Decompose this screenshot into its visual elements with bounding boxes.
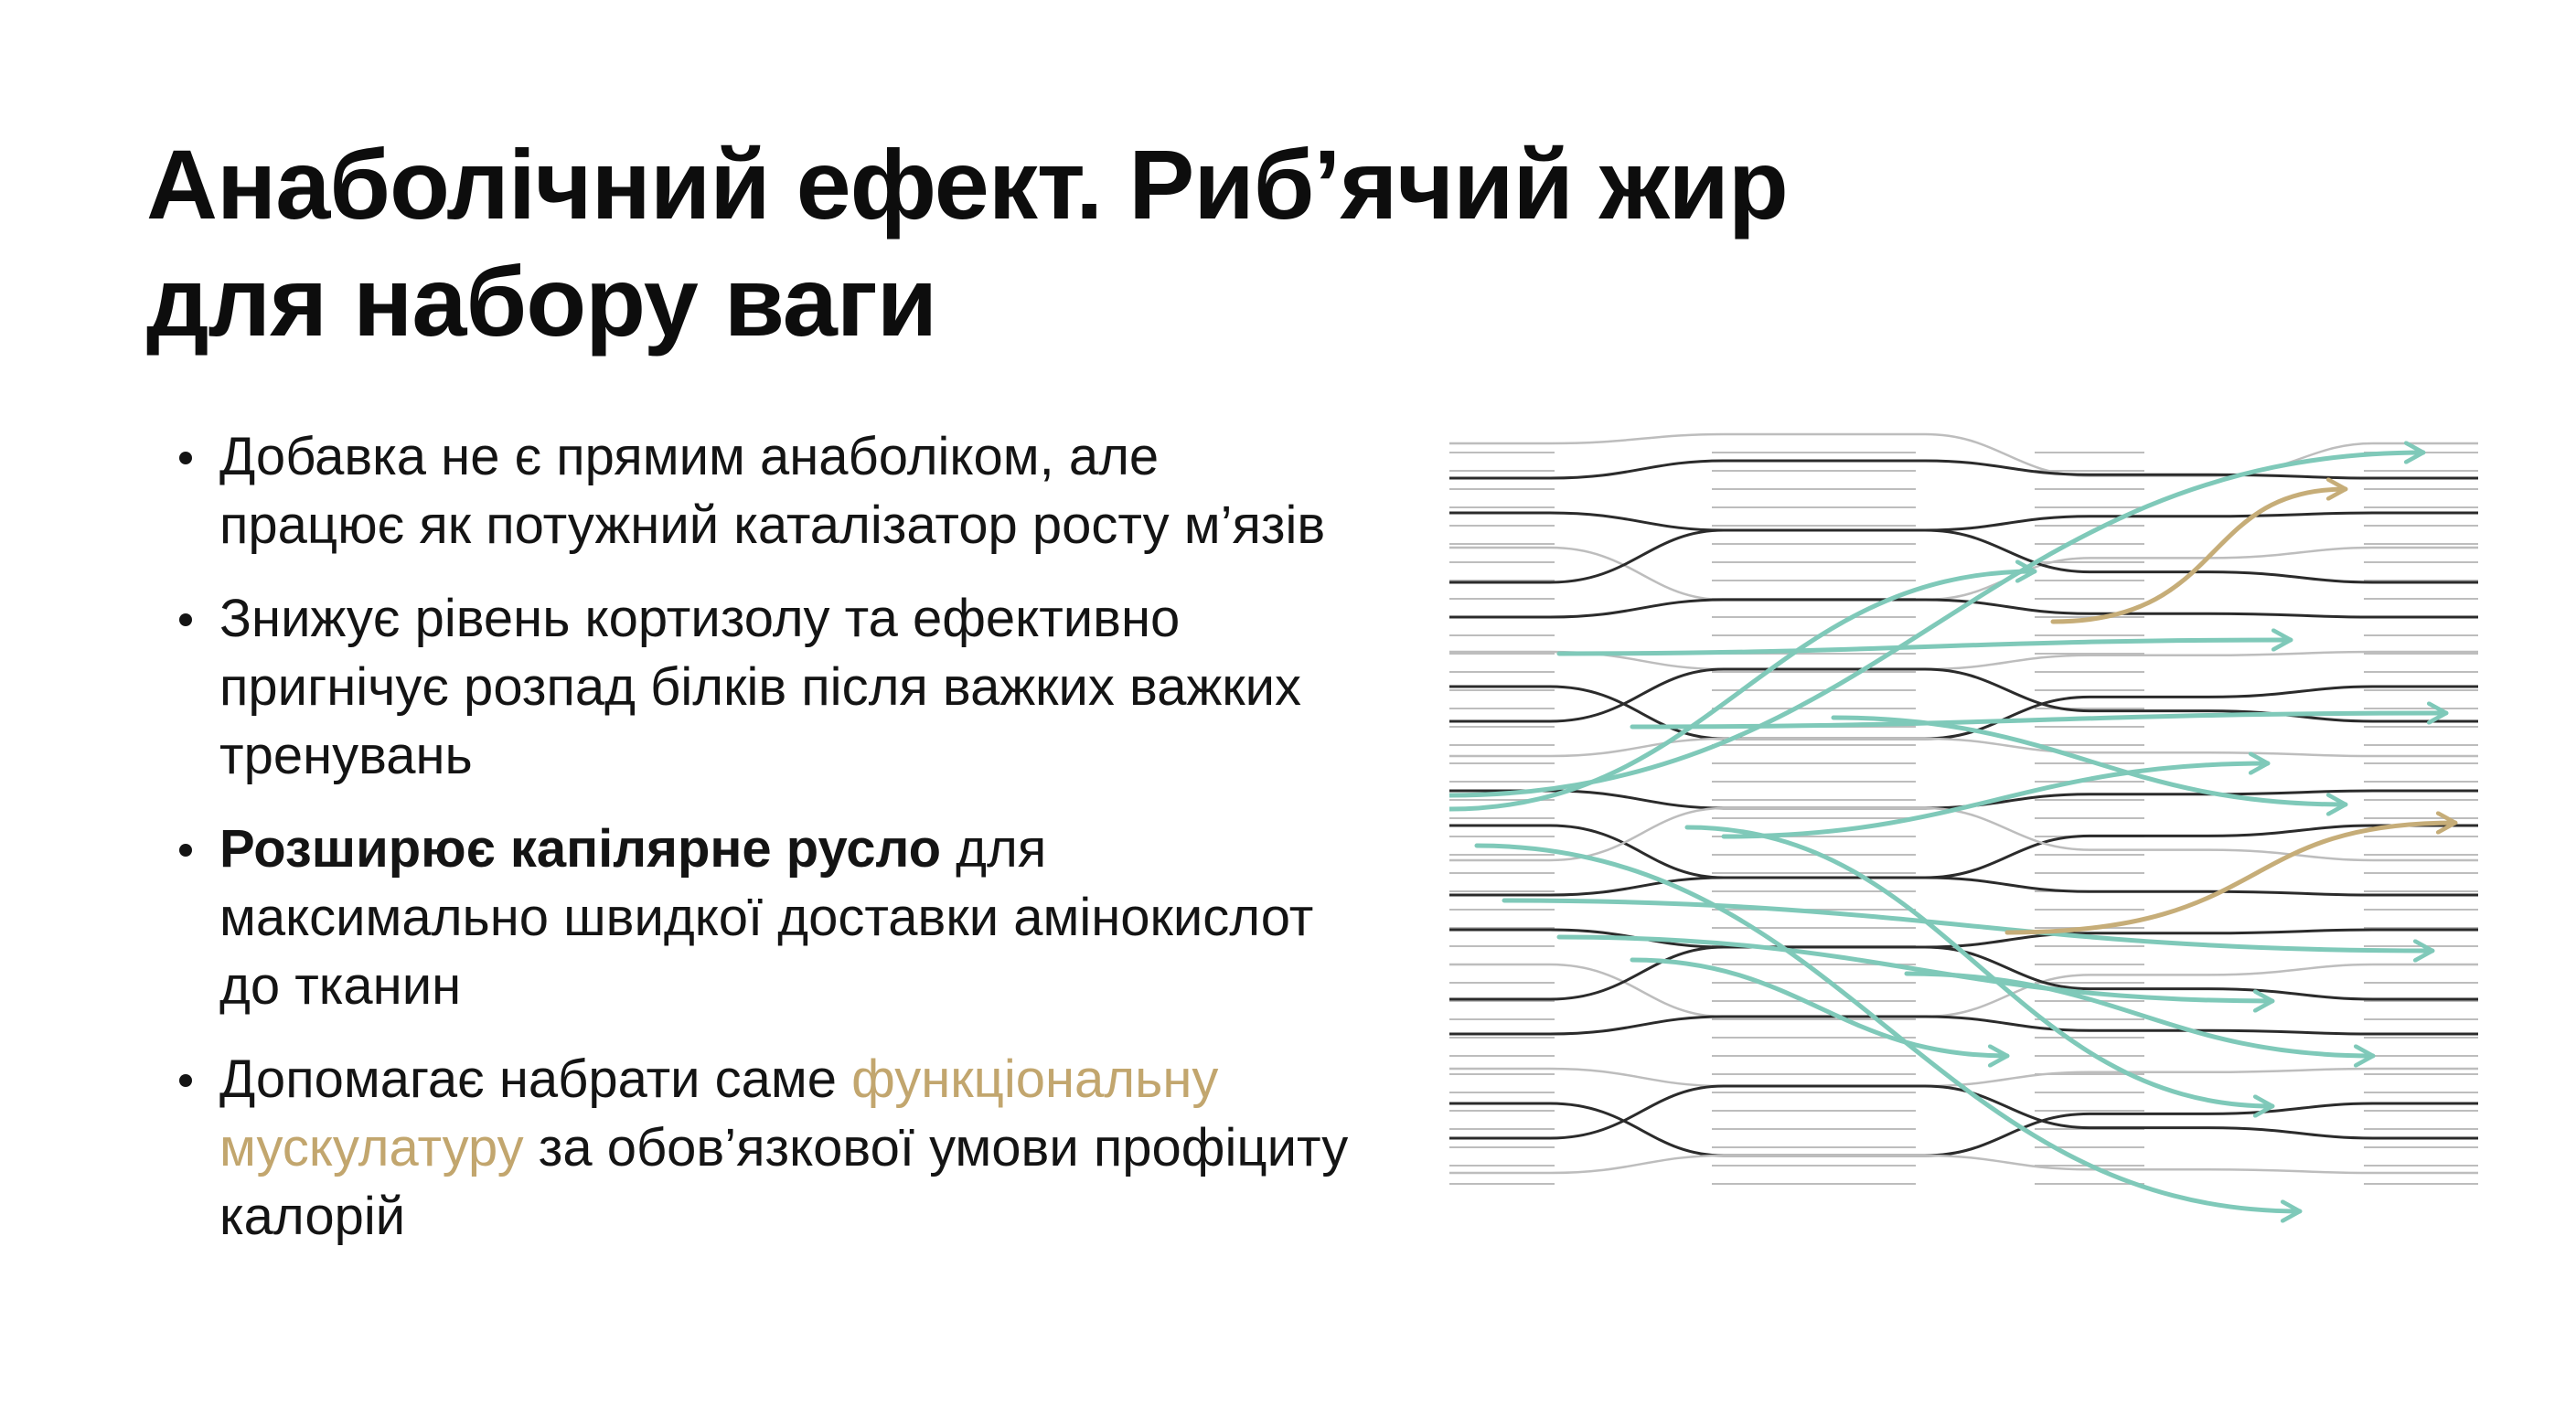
strand-light	[1449, 737, 2478, 758]
strand-dark	[1449, 1102, 2478, 1157]
teal-arrow	[1449, 453, 2426, 798]
teal-arrow	[1556, 934, 2275, 1001]
gold-arrow	[2004, 823, 2458, 935]
title-line-2: для набору ваги	[146, 246, 937, 357]
bullet-item-4: Допомагає набрати саме функціональну мус…	[174, 1045, 1353, 1251]
flow-lines-illustration	[1449, 432, 2478, 1230]
slide-title: Анаболічний ефект. Риб’ячий жир для набо…	[146, 126, 1884, 360]
bullet-4-highlight: функціональну мускулатуру	[219, 1049, 1219, 1177]
flow-arrows	[1449, 453, 2458, 1211]
strand-dark	[1449, 1084, 2478, 1140]
strand-dark	[1449, 876, 2478, 897]
teal-arrow	[1449, 571, 2037, 812]
teal-arrow	[1904, 971, 2376, 1056]
strand-light	[1449, 1067, 2478, 1088]
bullet-item-2: Знижує рівень кортизолу та ефективно при…	[174, 584, 1353, 790]
bullet-list: Добавка не є прямим анаболіком, але прац…	[174, 422, 1353, 1275]
teal-arrow	[1502, 898, 2435, 951]
bullet-item-1: Добавка не є прямим анаболіком, але прац…	[174, 422, 1353, 559]
teal-arrow	[1630, 957, 2010, 1056]
bullet-4-text-after: за обов’язкової умови профіциту калорій	[219, 1118, 1349, 1246]
strand-dark	[1449, 598, 2478, 619]
bullet-2-text: та ефективно пригнічує розпад білків піс…	[219, 589, 1302, 785]
strand-light	[1449, 432, 2478, 477]
bullet-3-bold-text: Розширює капілярне русло	[219, 819, 942, 879]
bullet-2-lead: Знижує рівень кортизолу	[219, 589, 830, 648]
teal-arrow	[1721, 763, 2271, 839]
teal-arrow	[1474, 843, 2303, 1211]
teal-arrow	[1630, 713, 2449, 730]
strand-dark	[1449, 824, 2478, 879]
strand-dark	[1449, 511, 2478, 532]
strand-light	[1449, 650, 2478, 671]
gold-arrow	[2050, 489, 2348, 624]
strand-dark	[1449, 528, 2478, 584]
bullet-3-text: для максимально швидкої доставки аміноки…	[219, 819, 1314, 1016]
teal-arrow	[1831, 715, 2348, 804]
strand-dark	[1449, 789, 2478, 810]
bullet-1-text: Добавка не є прямим анаболіком, але прац…	[219, 427, 1326, 555]
bullet-item-3: Розширює капілярне русло для максимально…	[174, 815, 1353, 1020]
teal-arrow	[1684, 825, 2275, 1106]
strand-light	[1449, 1154, 2478, 1175]
strand-light	[1449, 963, 2478, 1018]
strand-dark	[1449, 1015, 2478, 1036]
strand-dark	[1449, 459, 2478, 480]
strand-dark	[1449, 945, 2478, 1001]
title-line-1: Анаболічний ефект. Риб’ячий жир	[146, 129, 1789, 240]
teal-arrow	[1556, 640, 2293, 656]
bullet-4-text: Допомагає набрати саме	[219, 1049, 852, 1109]
